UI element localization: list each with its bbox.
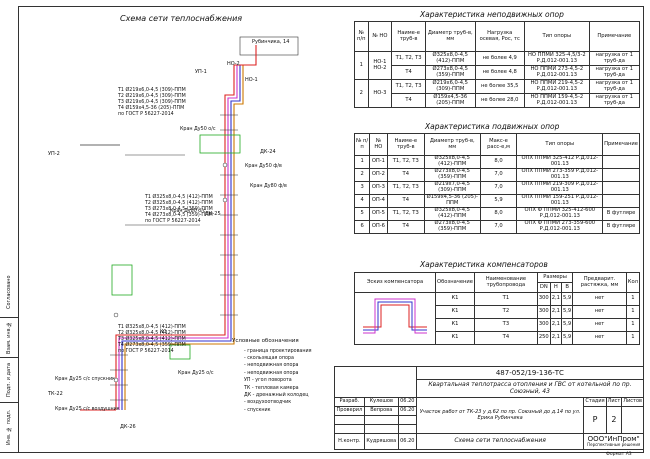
building-label: Рубинчика, 14 — [252, 39, 290, 45]
support-box — [111, 264, 133, 296]
movable-supports-title: Характеристика подвижных опор — [425, 122, 560, 131]
node-label: ДК-26 — [120, 424, 136, 430]
legend-item: ДК - дренажный колодец — [244, 393, 309, 399]
side-label: Согласовано — [0, 268, 18, 318]
legend-title: Условные обозначения — [232, 338, 299, 344]
node-label: ДК-24 — [260, 149, 276, 155]
project-name: Квартальная теплотрасса отопления и ГВС … — [415, 379, 645, 398]
node-label: НО-1 — [245, 77, 258, 83]
valve-label: Кран Ду25 с/с воздушник — [55, 407, 120, 412]
legend-item: - неподвижная опора — [244, 370, 299, 376]
company-sub: Перспективные решения — [587, 442, 641, 448]
company-name: ООО"ИнПром" — [587, 435, 640, 444]
support-box — [199, 134, 241, 154]
fixed-supports-title: Характеристика неподвижных опор — [420, 10, 564, 19]
valve-label: Кран Ду25 с/с спускник — [55, 377, 115, 382]
side-label: Подп. и дата — [0, 358, 18, 403]
legend-item: - воздухоотводчик — [244, 400, 292, 406]
valve-label: Кран Ду50 ф/в — [245, 164, 282, 169]
building-block — [239, 36, 299, 56]
side-label: Инв. № подл. — [0, 403, 18, 453]
side-label: Взам. инв.№ — [0, 318, 18, 358]
title-stamp: 487-052/19-136-ТС Квартальная теплотрасс… — [334, 366, 645, 450]
legend-item: - неподвижная опора — [244, 363, 299, 369]
legend-item: УП - угол поворота — [244, 378, 292, 384]
valve-label: Кран Ду25 о/с — [178, 371, 214, 376]
pipe-network-diagram — [80, 36, 299, 411]
node-label: УП-2 — [48, 151, 60, 157]
section-name: Участок работ от ТК-23 у д.62 по пр. Сою… — [415, 397, 585, 434]
valve-label: Кран Ду50 о/с — [180, 127, 216, 132]
legend-item: - спускник — [244, 407, 271, 413]
node-label: УП-1 — [195, 69, 207, 75]
legend-item: - скользящая опора — [244, 355, 294, 361]
legend: Условные обозначения - граница проектиро… — [232, 337, 312, 414]
legend-item: ТК - тепловая камера — [244, 385, 299, 391]
support-box — [169, 344, 191, 360]
drawing-frame — [18, 6, 644, 453]
compensator-sketch — [354, 292, 436, 345]
node-label: ТК-22 — [48, 391, 63, 397]
leader-lines — [125, 154, 200, 226]
node-label: ДК-25 — [205, 211, 221, 217]
compensator-sketch-icon — [363, 298, 427, 334]
compensators-title: Характеристика компенсаторов — [420, 260, 548, 269]
valve-label: Кран Ду80 ф/в — [250, 184, 287, 189]
doc-code: 487-052/19-136-ТС — [415, 366, 645, 380]
pipe-t3 — [121, 65, 241, 410]
legend-item: - граница проектирования — [244, 348, 312, 354]
valve-label: Кран Ду80 о/с — [170, 209, 206, 214]
node-label: НО-2 — [227, 61, 240, 67]
pipe-to-building — [234, 45, 257, 66]
scheme-title: Схема сети теплоснабжения — [120, 14, 243, 23]
format-label: Формат А3 — [606, 452, 632, 457]
sheet-title: Схема сети теплоснабжения — [415, 433, 585, 450]
pipe-t2 — [118, 65, 238, 410]
side-strip: Согласовано Взам. инв.№ Подп. и дата Инв… — [0, 268, 19, 453]
node-label: К1 — [160, 329, 167, 335]
